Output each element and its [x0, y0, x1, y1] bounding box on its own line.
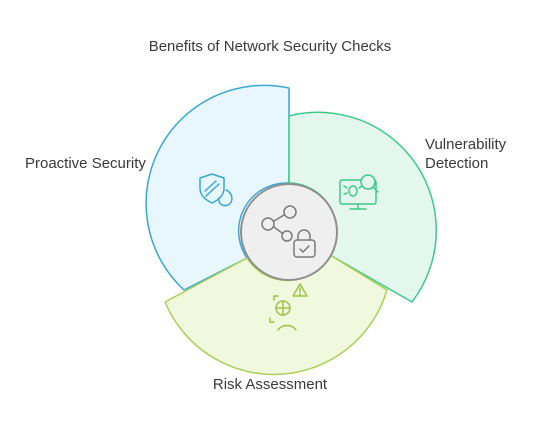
label-risk-assessment: Risk Assessment	[212, 376, 328, 393]
label-vulnerability-detection: Vulnerability Detection	[425, 135, 535, 173]
network-lock-icon	[261, 205, 316, 258]
shield-icon	[199, 173, 233, 207]
label-vulnerability-line-1: Vulnerability	[425, 136, 507, 153]
segment-proactive-security	[145, 84, 290, 291]
label-vulnerability-line-2: Detection	[425, 155, 489, 172]
diagram-title: Benefits of Network Security Checks	[148, 38, 392, 55]
label-proactive-security: Proactive Security	[25, 155, 146, 172]
bug-search-icon	[339, 174, 379, 210]
risk-warning-icon	[269, 283, 308, 331]
